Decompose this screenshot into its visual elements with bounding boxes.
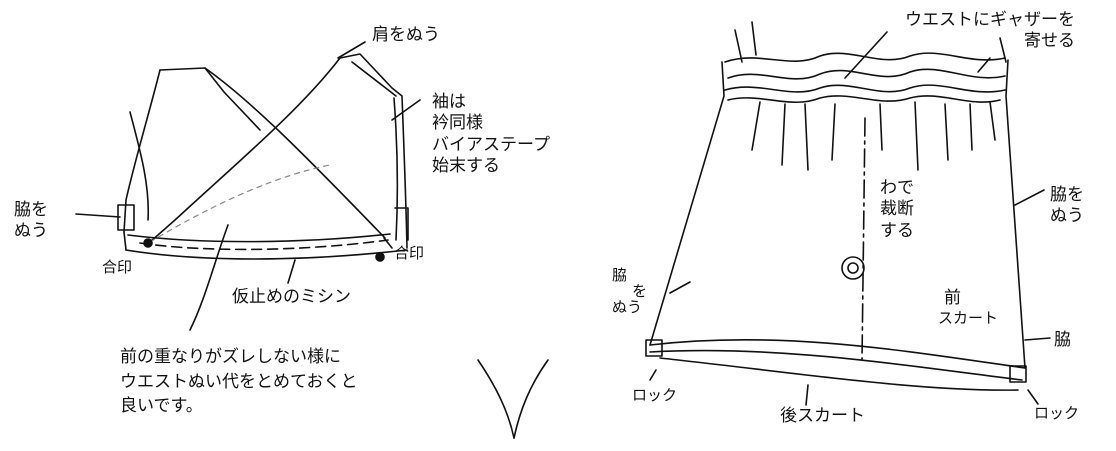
skirt-side-left-line-3: ぬう [612, 297, 643, 316]
sleeve-note-line-3: バイアステープ [432, 134, 550, 155]
down-arrow-icon [477, 359, 549, 439]
match-mark-label-right: 合印 [394, 244, 425, 262]
skirt-side-left-line-2: を [632, 281, 648, 300]
skirt-side-right-line-1: 脇を [1050, 185, 1084, 205]
waist-tip-note: 前の重なりがズレしない様に ウエストぬい代をとめておくと 良いです。 [120, 345, 358, 419]
serge-label-left: ロック [632, 386, 678, 404]
serge-label-right: ロック [1034, 404, 1080, 422]
shoulder-seam-label: 肩をぬう [372, 25, 440, 45]
back-skirt-label: 後スカート [780, 406, 865, 426]
skirt-side-left-line-1: 脇 [612, 266, 628, 284]
side-seam-label-skirt-right: 脇を ぬう [1050, 185, 1084, 228]
side-seam-label-skirt-left: 脇 を ぬう [612, 266, 648, 316]
tip-line-1: 前の重なりがズレしない様に [120, 347, 341, 367]
skirt-side-right-line-2: ぬう [1050, 206, 1084, 227]
fold-line-1: わで [880, 178, 914, 198]
tip-line-2: ウエストぬい代をとめておくと [120, 371, 358, 392]
match-mark-label-left: 合印 [102, 258, 133, 276]
sleeve-finish-note: 袖は 衿同様 バイアステープ 始末する [432, 92, 550, 177]
skirt-drawing [645, 21, 1051, 406]
basting-stitch-label: 仮止めのミシン [232, 287, 351, 307]
gather-line-1: ウエストにギャザーを [905, 10, 1075, 30]
gather-line-2: 寄せる [1024, 31, 1075, 52]
side-label-skirt: 脇 [1054, 330, 1071, 350]
side-seam-label-left: 脇を ぬう [14, 200, 48, 243]
sleeve-note-line-2: 衿同様 [432, 113, 483, 134]
front-skirt-line-2: スカート [938, 309, 999, 328]
front-skirt-line-1: 前 [944, 288, 961, 308]
sleeve-note-line-4: 始末する [432, 155, 500, 176]
gather-waist-note: ウエストにギャザーを 寄せる [905, 10, 1075, 53]
front-skirt-label: 前 スカート [938, 288, 998, 328]
bodice-drawing [75, 41, 421, 331]
cut-on-fold-note: わで 裁断 する [880, 178, 914, 242]
fold-line-3: する [880, 220, 914, 241]
sleeve-note-line-1: 袖は [432, 92, 466, 112]
side-seam-line-2: ぬう [14, 221, 48, 242]
fold-line-2: 裁断 [880, 199, 914, 220]
side-seam-line-1: 脇を [14, 200, 48, 220]
tip-line-3: 良いです。 [120, 396, 203, 417]
